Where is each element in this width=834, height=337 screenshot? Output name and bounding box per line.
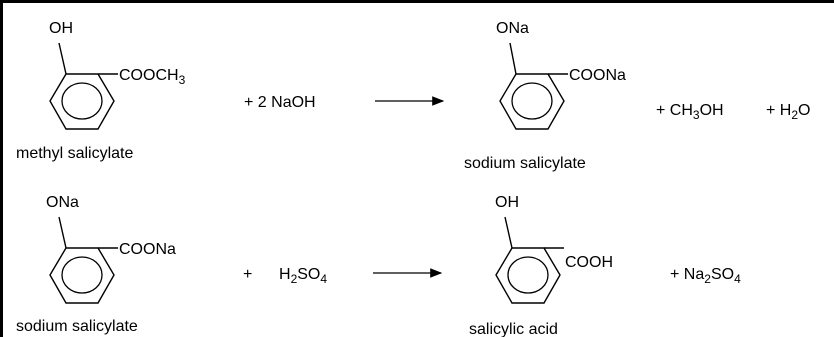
benzene-ring-sodium-salicylate-product <box>499 42 568 130</box>
substituent-carboxylic-acid: COOH <box>565 254 613 271</box>
byproduct-methanol: + CH3OH <box>656 102 724 122</box>
byproduct-water: + H2O <box>766 102 810 122</box>
byproduct-sodium-sulfate: + Na2SO4 <box>670 266 741 286</box>
reaction-scheme: OH COOCH3 methyl salicylate + 2 NaOH ONa… <box>16 20 810 337</box>
substituent-ester: COOCH3 <box>119 67 186 87</box>
substituent-hydroxyl-2: OH <box>495 194 519 211</box>
substituent-sodium-oxide: ONa <box>496 20 529 37</box>
substituent-carboxylate: COONa <box>569 67 626 84</box>
compound-name-methyl-salicylate: methyl salicylate <box>16 145 133 162</box>
reagent-naoh: + 2 NaOH <box>244 94 316 111</box>
substituent-sodium-oxide-2: ONa <box>46 194 79 211</box>
substituent-hydroxyl: OH <box>49 20 73 37</box>
compound-name-sodium-salicylate: sodium salicylate <box>464 155 586 172</box>
benzene-ring-sodium-salicylate-reactant <box>49 216 118 304</box>
compound-name-sodium-salicylate-2: sodium salicylate <box>16 318 138 335</box>
substituent-carboxylate-2: COONa <box>119 241 176 258</box>
compound-name-salicylic-acid: salicylic acid <box>469 321 558 337</box>
reagent-sulfuric-acid: H2SO4 <box>279 266 327 286</box>
reagent-plus: + <box>243 266 252 283</box>
benzene-ring-salicylic-acid <box>495 216 564 304</box>
benzene-ring-methyl-salicylate <box>49 42 118 130</box>
